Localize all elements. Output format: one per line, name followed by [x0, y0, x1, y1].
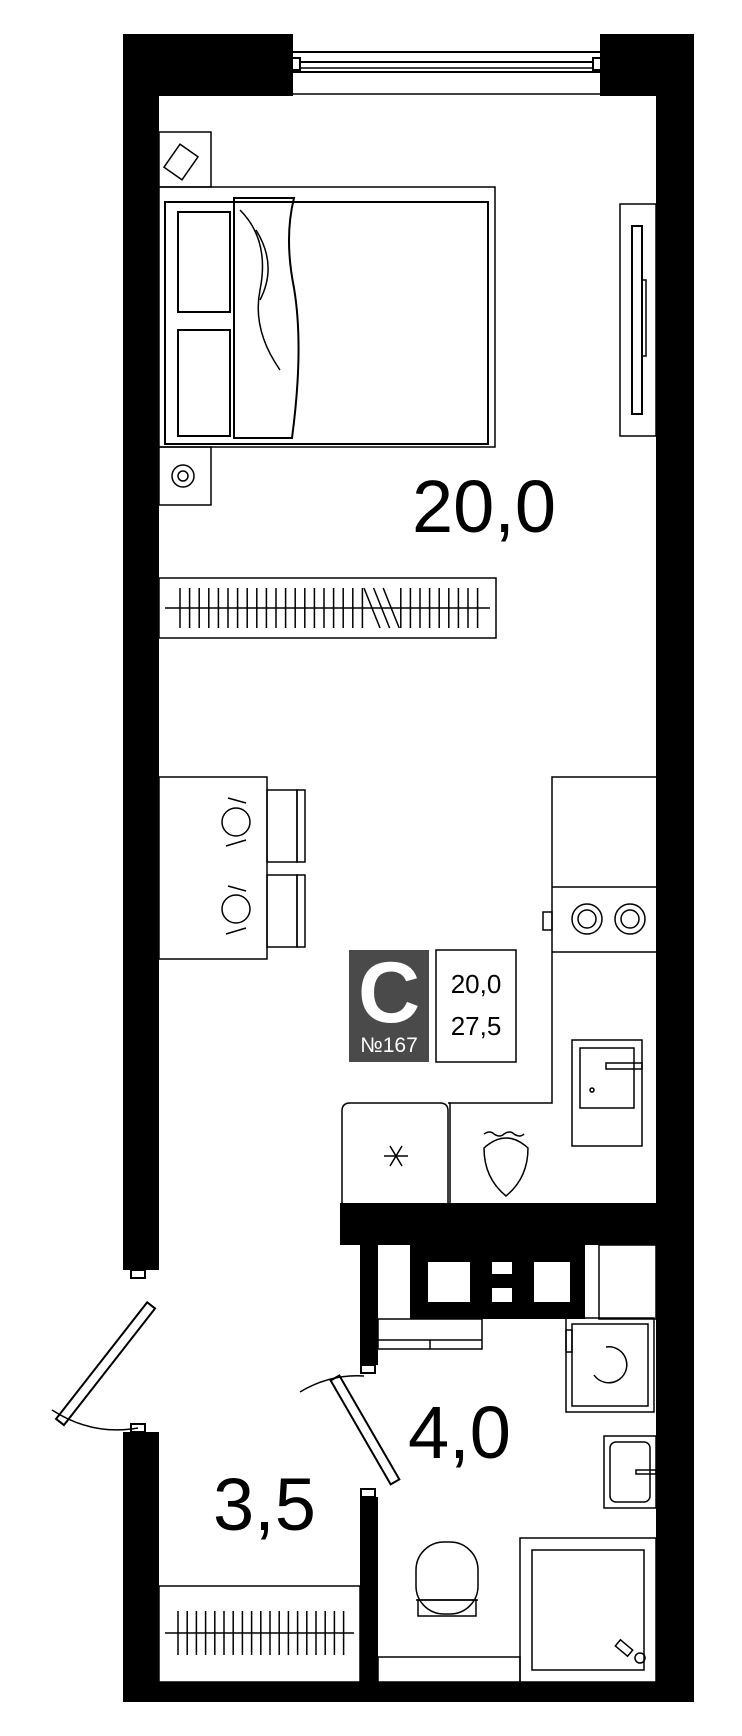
hall-wardrobe [158, 1585, 361, 1683]
window [159, 51, 656, 96]
ventilation-shaft [428, 1244, 657, 1320]
wardrobe [158, 577, 497, 639]
bathroom-area-label: 4,0 [408, 1391, 511, 1474]
apartment-number: №167 [360, 1034, 418, 1057]
kitchen-sink [571, 1039, 643, 1147]
toilet [415, 1541, 479, 1617]
dining-table [158, 776, 268, 960]
apartment-type-letter: С [358, 945, 420, 1041]
bathroom-sink [603, 1435, 657, 1509]
tv-stand [619, 203, 657, 437]
oven-mark [483, 1131, 529, 1197]
chairs [266, 789, 306, 948]
cooktop [542, 903, 646, 935]
badge-total-area: 27,5 [451, 1011, 502, 1041]
entrance-door [51, 1269, 157, 1433]
bed [158, 186, 496, 448]
nightstand-bottom [158, 446, 212, 506]
nightstand-top [158, 131, 212, 188]
apartment-badge: С №167 20,0 27,5 [349, 945, 517, 1063]
main-room-area-label: 20,0 [412, 465, 556, 548]
boiler-shelf [377, 1318, 483, 1350]
badge-living-area: 20,0 [451, 969, 502, 999]
washing-machine [565, 1317, 655, 1413]
fridge [341, 1102, 450, 1203]
bathroom-bottom-shelf [377, 1656, 521, 1683]
walls [123, 34, 694, 1702]
hall-area-label: 3,5 [213, 1463, 316, 1546]
shower [519, 1537, 657, 1683]
bathroom-door [299, 1364, 401, 1498]
kitchen-counter [449, 776, 656, 1203]
